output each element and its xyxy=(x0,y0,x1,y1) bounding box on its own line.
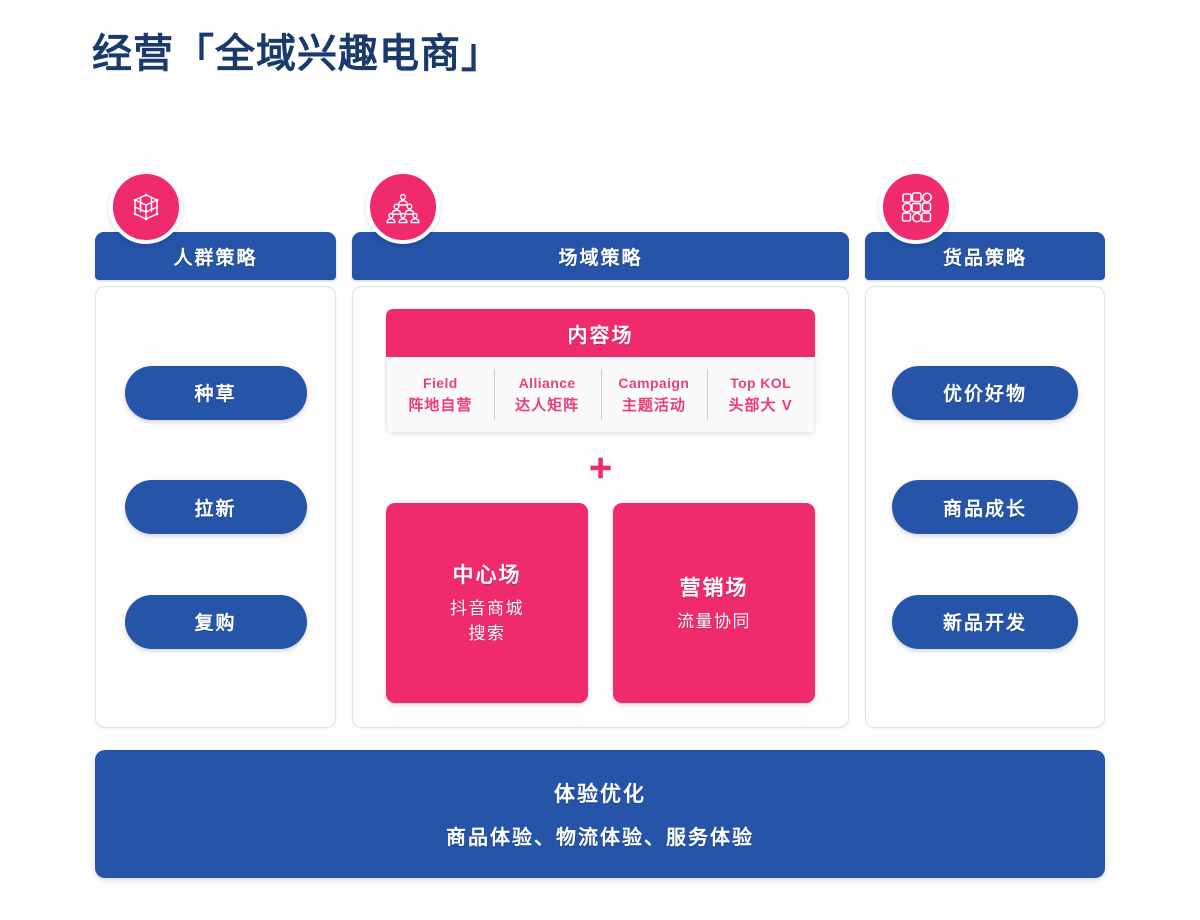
bottom-bar-title: 体验优化 xyxy=(554,783,646,806)
card-header-goods-strategy: 货品策略 xyxy=(865,170,1105,280)
field-strategy-inner: 内容场 Field 阵地自营 Alliance 达人矩阵 Cam xyxy=(353,287,848,727)
pill-goods-3[interactable]: 新品开发 xyxy=(892,594,1078,649)
card-body-crowd-strategy: 种草 拉新 复购 xyxy=(95,286,336,728)
product-grid-icon xyxy=(879,170,953,244)
content-cell-cn: 达人矩阵 xyxy=(515,396,580,414)
pill-crowd-1[interactable]: 种草 xyxy=(124,365,307,420)
cube-icon xyxy=(109,170,183,244)
content-cell-cn: 头部大 V xyxy=(728,396,793,414)
card-body-field-strategy: 内容场 Field 阵地自营 Alliance 达人矩阵 Cam xyxy=(352,286,849,728)
pink-box-marketing-field[interactable]: 营销场 流量协同 xyxy=(613,503,815,703)
pill-stack-crowd: 种草 拉新 复购 xyxy=(96,287,335,727)
bottom-bar-experience-optimization: 体验优化 商品体验、物流体验、服务体验 xyxy=(95,750,1105,878)
pill-stack-goods: 优价好物 商品成长 新品开发 xyxy=(866,287,1104,727)
content-cell-cn: 主题活动 xyxy=(621,396,686,414)
pink-box-subtitle: 抖音商城搜索 xyxy=(450,599,524,643)
pill-crowd-3[interactable]: 复购 xyxy=(124,594,307,649)
pill-goods-1[interactable]: 优价好物 xyxy=(892,365,1078,420)
content-cell-field[interactable]: Field 阵地自营 xyxy=(387,357,494,432)
column-field-strategy: 场域策略 内容场 Field 阵地自营 Alliance xyxy=(352,170,849,728)
content-cell-cn: 阵地自营 xyxy=(408,396,473,414)
content-field-cells: Field 阵地自营 Alliance 达人矩阵 Campaign 主题活动 xyxy=(386,357,815,433)
column-goods-strategy: 货品策略 优价好物 商品成长 新品开发 xyxy=(865,170,1105,728)
page-title: 经营「全域兴趣电商」 xyxy=(92,32,502,76)
card-body-goods-strategy: 优价好物 商品成长 新品开发 xyxy=(865,286,1105,728)
card-header-label: 人群策略 xyxy=(173,247,258,269)
pink-box-center-field[interactable]: 中心场 抖音商城搜索 xyxy=(386,503,588,703)
bottom-bar-subtitle: 商品体验、物流体验、服务体验 xyxy=(446,827,754,849)
content-field-title: 内容场 xyxy=(386,309,815,357)
pink-box-row: 中心场 抖音商城搜索 营销场 流量协同 xyxy=(386,503,815,703)
card-header-crowd-strategy: 人群策略 xyxy=(95,170,336,280)
pill-crowd-2[interactable]: 拉新 xyxy=(124,480,307,534)
plus-icon: + xyxy=(588,446,613,490)
content-cell-top-kol[interactable]: Top KOL 头部大 V xyxy=(707,357,814,432)
content-cell-campaign[interactable]: Campaign 主题活动 xyxy=(600,357,708,432)
card-header-field-strategy: 场域策略 xyxy=(352,170,849,280)
card-header-label: 场域策略 xyxy=(558,247,643,269)
pink-box-subtitle: 流量协同 xyxy=(677,611,751,631)
strategy-columns: 人群策略 种草 拉新 复购 xyxy=(95,170,1105,728)
content-cell-alliance[interactable]: Alliance 达人矩阵 xyxy=(493,357,601,432)
column-crowd-strategy: 人群策略 种草 拉新 复购 xyxy=(95,170,336,728)
pink-box-title: 营销场 xyxy=(679,576,749,600)
card-header-label: 货品策略 xyxy=(942,247,1027,269)
pink-box-title: 中心场 xyxy=(452,564,522,588)
content-cell-en: Campaign xyxy=(618,374,690,391)
content-cell-en: Field xyxy=(423,374,458,391)
plus-row: + xyxy=(386,433,815,503)
people-pyramid-icon xyxy=(366,170,440,244)
content-field-block: 内容场 Field 阵地自营 Alliance 达人矩阵 Cam xyxy=(386,309,815,433)
pill-goods-2[interactable]: 商品成长 xyxy=(892,480,1078,534)
content-cell-en: Top KOL xyxy=(730,374,792,391)
content-cell-en: Alliance xyxy=(518,374,576,391)
